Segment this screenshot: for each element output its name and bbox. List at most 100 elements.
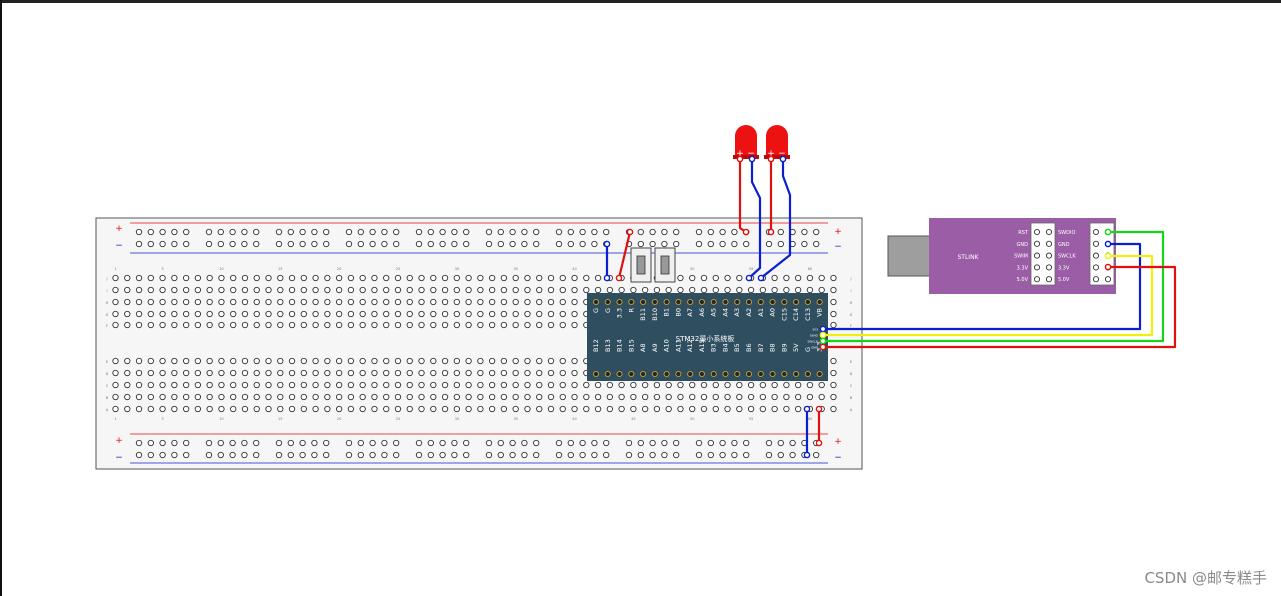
terminal-hole xyxy=(230,321,237,329)
rail-hole xyxy=(381,228,388,236)
terminal-hole xyxy=(171,274,178,282)
terminal-hole xyxy=(230,381,237,389)
mcu-pin-label: R xyxy=(627,308,635,313)
mcu-pin xyxy=(757,298,764,306)
rail-hole xyxy=(241,439,248,447)
terminal-hole xyxy=(171,369,178,377)
column-number: 1 xyxy=(114,417,116,421)
stlink-left-label: RST xyxy=(1018,230,1029,236)
terminal-hole xyxy=(288,310,296,318)
row-letter: C xyxy=(106,384,109,388)
terminal-hole xyxy=(324,381,331,389)
rail-hole xyxy=(241,451,248,459)
terminal-hole xyxy=(347,381,355,389)
terminal-hole xyxy=(583,381,590,389)
swdio-wire-end xyxy=(1104,228,1112,236)
terminal-hole xyxy=(724,381,731,389)
terminal-hole xyxy=(712,393,719,401)
terminal-hole xyxy=(653,405,661,413)
terminal-hole xyxy=(689,286,696,294)
terminal-hole xyxy=(547,369,555,377)
button-power-wire-end xyxy=(626,228,634,236)
rail-ground-wire-end xyxy=(803,451,811,459)
terminal-hole xyxy=(559,393,566,401)
terminal-hole xyxy=(277,274,284,282)
mcu-pin xyxy=(816,370,823,378)
mcu-pin-label: A1 xyxy=(757,308,765,317)
terminal-hole xyxy=(335,405,343,413)
terminal-hole xyxy=(182,405,190,413)
rail-hole xyxy=(719,228,726,236)
terminal-hole xyxy=(159,393,166,401)
terminal-hole xyxy=(465,381,472,389)
row-letter: A xyxy=(106,408,109,412)
terminal-hole xyxy=(253,298,260,306)
terminal-hole xyxy=(547,321,555,329)
mcu-pin-label: A0 xyxy=(769,308,777,317)
terminal-hole xyxy=(230,298,237,306)
terminal-hole xyxy=(583,405,590,413)
terminal-hole xyxy=(441,310,449,318)
terminal-hole xyxy=(159,357,166,365)
terminal-hole xyxy=(500,405,508,413)
terminal-hole xyxy=(406,298,413,306)
terminal-hole xyxy=(406,357,413,365)
terminal-hole xyxy=(241,405,249,413)
rail-hole xyxy=(533,439,540,447)
rail-hole xyxy=(765,451,773,459)
stlink-left-label: 3.3V xyxy=(1017,265,1029,271)
terminal-hole xyxy=(418,298,425,306)
terminal-hole xyxy=(147,298,154,306)
terminal-hole xyxy=(406,310,413,318)
rail-hole xyxy=(427,228,434,236)
terminal-hole xyxy=(300,369,307,377)
terminal-hole xyxy=(453,381,460,389)
terminal-hole xyxy=(194,321,202,329)
terminal-hole xyxy=(689,381,696,389)
terminal-hole xyxy=(218,381,225,389)
terminal-hole xyxy=(335,286,343,294)
rail-hole xyxy=(497,228,504,236)
terminal-hole xyxy=(453,369,460,377)
led-body xyxy=(735,125,757,157)
rail-hole xyxy=(707,451,714,459)
terminal-hole xyxy=(559,321,566,329)
terminal-hole xyxy=(288,321,296,329)
mcu-pin xyxy=(628,370,635,378)
led-1: +− xyxy=(733,125,759,159)
terminal-hole xyxy=(736,274,743,282)
terminal-hole xyxy=(300,321,307,329)
terminal-hole xyxy=(206,321,213,329)
terminal-hole xyxy=(171,381,178,389)
terminal-hole xyxy=(441,286,449,294)
terminal-hole xyxy=(112,286,119,294)
rail-hole xyxy=(135,228,143,236)
mcu-pin-label: A8 xyxy=(639,343,647,352)
terminal-hole xyxy=(265,357,272,365)
rail-hole xyxy=(695,439,703,447)
terminal-hole xyxy=(430,310,437,318)
mcu-pin xyxy=(616,298,623,306)
rail-hole xyxy=(451,451,458,459)
rail-hole xyxy=(579,228,586,236)
mcu-pin xyxy=(804,298,811,306)
terminal-hole xyxy=(135,310,143,318)
terminal-hole xyxy=(830,274,837,282)
terminal-hole xyxy=(465,357,472,365)
column-number: 35 xyxy=(513,417,517,421)
rail-hole xyxy=(381,439,388,447)
terminal-hole xyxy=(359,405,366,413)
stlink-name: STLINK xyxy=(957,254,979,261)
column-number: 30 xyxy=(455,417,459,421)
terminal-hole xyxy=(477,393,484,401)
terminal-hole xyxy=(253,274,260,282)
terminal-hole xyxy=(453,393,460,401)
terminal-hole xyxy=(300,381,307,389)
rail-power-wire-end xyxy=(815,405,823,413)
terminal-hole xyxy=(418,393,425,401)
terminal-hole xyxy=(524,393,531,401)
terminal-hole xyxy=(135,405,143,413)
terminal-hole xyxy=(700,405,708,413)
mcu-pin-label: A9 xyxy=(651,343,659,352)
